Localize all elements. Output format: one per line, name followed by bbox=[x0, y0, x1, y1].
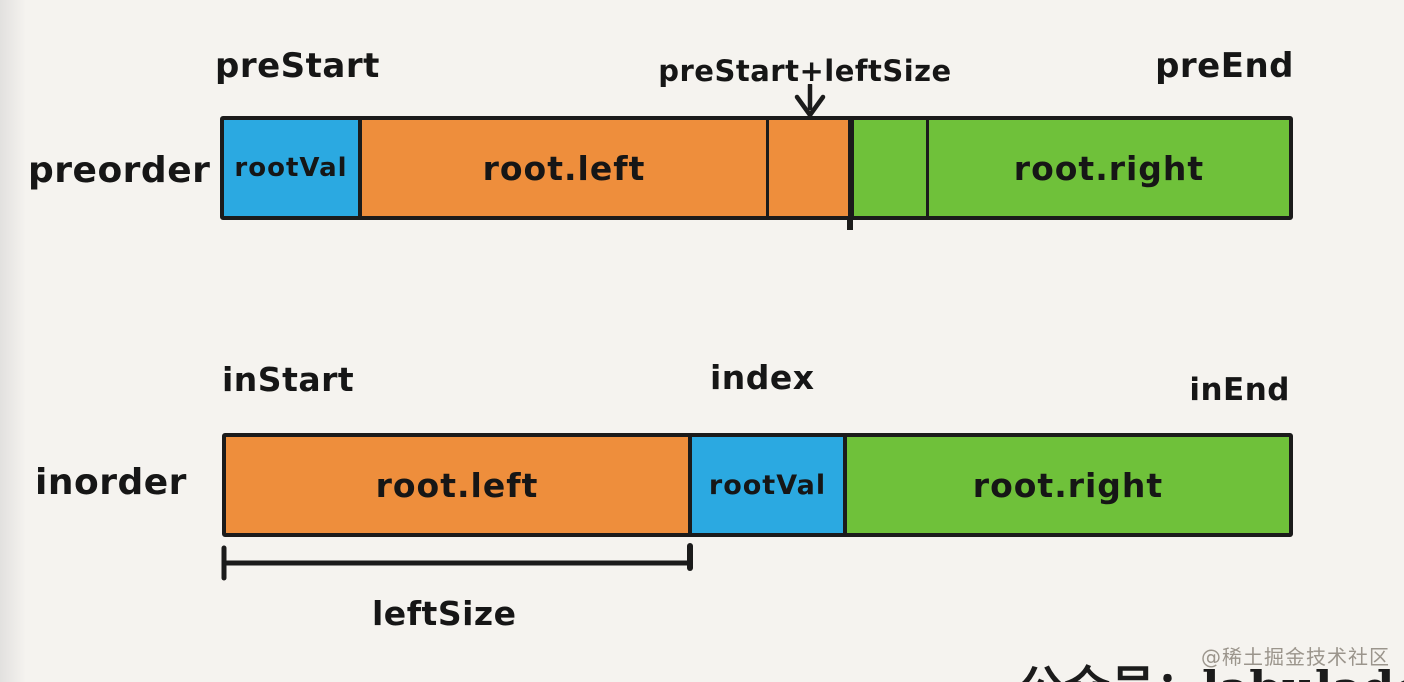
preorder-rootval-segment: rootVal bbox=[224, 120, 362, 216]
preend-label: preEnd bbox=[1155, 46, 1294, 86]
preorder-right-first-cell bbox=[854, 120, 929, 216]
preorder-left-subtree-segment: root.left bbox=[362, 120, 769, 216]
inend-label: inEnd bbox=[1189, 372, 1290, 408]
inorder-left-subtree-segment: root.left bbox=[226, 437, 692, 533]
preorder-array-bar: rootVal root.left root.right bbox=[220, 116, 1293, 220]
inorder-right-subtree-segment: root.right bbox=[847, 437, 1289, 533]
inorder-rootval-label: rootVal bbox=[708, 469, 827, 501]
preorder-right-subtree-segment: root.right bbox=[929, 120, 1289, 216]
index-label: index bbox=[710, 358, 815, 397]
leftsize-bracket bbox=[221, 543, 693, 581]
preorder-right-label: root.right bbox=[1013, 148, 1205, 188]
prestart-plus-leftsize-label: preStart+leftSize bbox=[658, 54, 952, 88]
inorder-array-bar: root.left rootVal root.right bbox=[222, 433, 1293, 537]
instart-label: inStart bbox=[222, 360, 355, 399]
down-arrow-icon bbox=[794, 84, 826, 118]
inorder-row-label: inorder bbox=[35, 462, 187, 503]
leftsize-label: leftSize bbox=[372, 594, 517, 633]
community-watermark: @稀土掘金技术社区 bbox=[1201, 645, 1390, 669]
inorder-right-label: root.right bbox=[972, 465, 1164, 505]
boundary-overshoot-tick bbox=[847, 218, 853, 230]
inorder-rootval-segment: rootVal bbox=[692, 437, 847, 533]
prestart-label: preStart bbox=[215, 46, 380, 86]
wechat-watermark: 公众号：labuladong bbox=[1018, 652, 1404, 682]
preorder-row-label: preorder bbox=[28, 150, 211, 191]
preorder-rootval-label: rootVal bbox=[234, 153, 348, 183]
inorder-left-label: root.left bbox=[375, 465, 539, 505]
preorder-left-last-cell bbox=[769, 120, 854, 216]
preorder-left-label: root.left bbox=[482, 148, 646, 188]
